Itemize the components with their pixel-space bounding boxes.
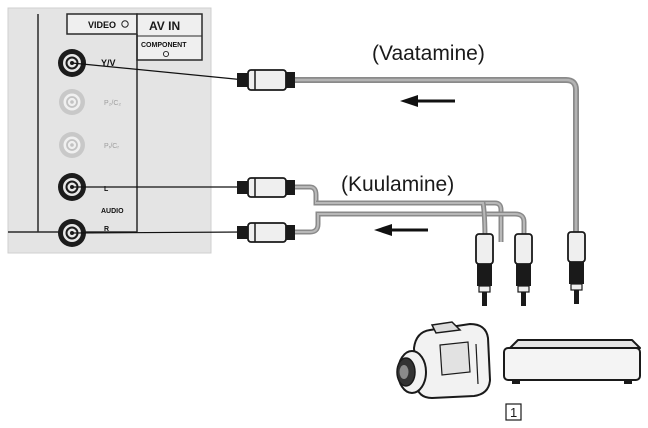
avin-header-label: AV IN <box>149 19 180 33</box>
tv-av-in-panel: VIDEO AV IN COMPONENT Y/V P₂/C₂ <box>7 7 212 254</box>
audio-r-plug-device-side <box>514 233 533 306</box>
jack-l-label: L <box>104 186 109 193</box>
video-plug-panel-side <box>237 69 295 91</box>
dvd-player-icon <box>503 339 641 384</box>
video-arrow-left-icon <box>400 95 455 107</box>
audio-l-plug-device-side <box>475 233 494 306</box>
audio-arrow-left-icon <box>374 224 428 236</box>
audio-label: AUDIO <box>101 208 124 215</box>
jack-pr-label: Pᵣ/Cᵣ <box>104 143 119 150</box>
device-number-badge: 1 <box>505 403 522 421</box>
kuulamine-label: (Kuulamine) <box>341 173 454 196</box>
video-plug-device-side <box>567 231 586 304</box>
svg-text:1: 1 <box>510 405 517 420</box>
jack-pr <box>59 132 85 158</box>
component-header-label: COMPONENT <box>141 42 187 49</box>
jack-yv-label: Y/V <box>101 58 116 68</box>
jack-pb <box>59 89 85 115</box>
video-cable <box>71 62 586 304</box>
vaatamine-label: (Vaatamine) <box>372 42 485 65</box>
jack-pb-label: P₂/C₂ <box>104 100 121 107</box>
audio-cables <box>71 177 533 306</box>
jack-r-label: R <box>104 226 109 233</box>
camcorder-icon <box>396 321 492 400</box>
video-header-label: VIDEO <box>88 20 116 30</box>
video-header-icon <box>121 20 129 28</box>
audio-r-plug-panel-side <box>237 222 295 243</box>
component-header-icon <box>162 50 170 58</box>
audio-l-plug-panel-side <box>237 177 295 198</box>
